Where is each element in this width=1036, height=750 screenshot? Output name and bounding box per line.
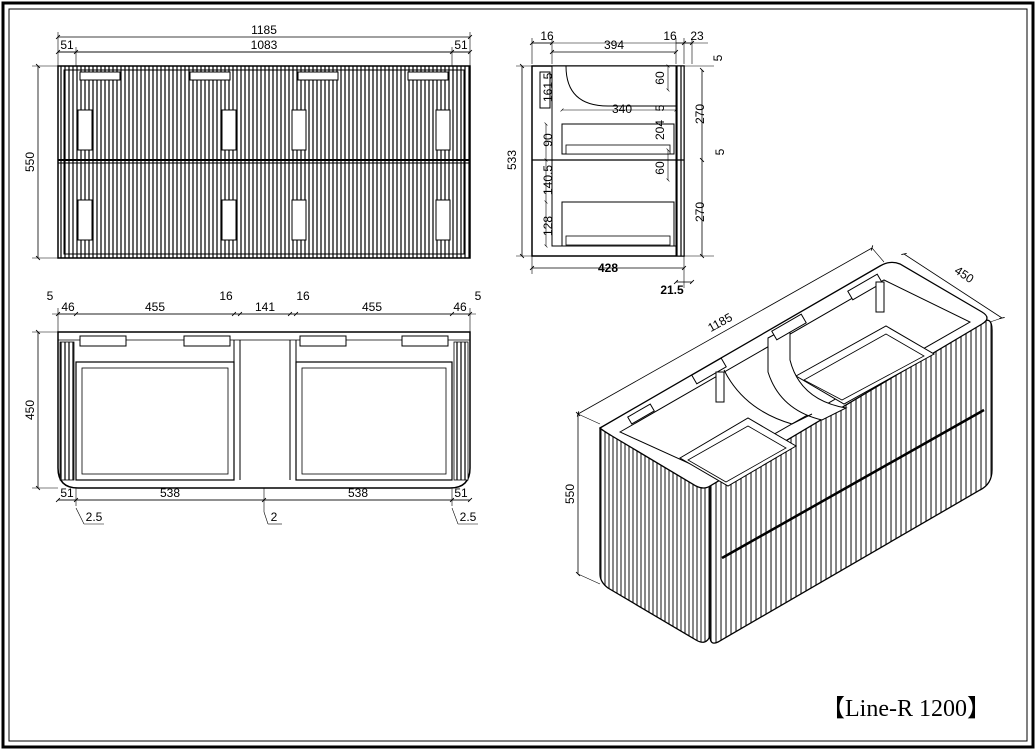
side-top-right-b: 23 xyxy=(690,29,704,43)
inner-frame xyxy=(8,8,1028,742)
bottom-538-right: 538 xyxy=(348,486,368,500)
top-46-right: 46 xyxy=(453,300,467,314)
gap-mid: 2 xyxy=(271,510,278,524)
top-5-left: 5 xyxy=(47,289,54,303)
side-left-533: 533 xyxy=(505,150,519,170)
top-16-mid-left: 16 xyxy=(219,289,233,303)
top-5-right: 5 xyxy=(475,289,482,303)
side-bottom-428: 428 xyxy=(598,261,618,275)
top-depth: 450 xyxy=(23,400,37,420)
side-inner-5: 5 xyxy=(653,104,667,111)
side-view: 16 394 16 23 5 161 5 340 60 5 204 270 5 … xyxy=(505,29,727,297)
side-inner-60-bottom: 60 xyxy=(653,161,667,175)
side-top-right-a: 16 xyxy=(663,29,677,43)
side-right-270-bottom: 270 xyxy=(693,202,707,222)
side-bottom-21: 21.5 xyxy=(660,283,684,297)
side-left-90: 90 xyxy=(541,133,555,147)
side-left-140: 140.5 xyxy=(541,165,555,195)
side-left-5: 5 xyxy=(541,72,555,79)
top-455-left: 455 xyxy=(145,300,165,314)
front-right-offset: 51 xyxy=(454,38,468,52)
side-top-left: 16 xyxy=(540,29,554,43)
side-left-161: 161 xyxy=(541,82,555,102)
bottom-51-right: 51 xyxy=(454,486,468,500)
top-view: 5 46 455 16 141 16 455 46 5 450 51 538 5… xyxy=(23,289,482,525)
front-inner-width: 1083 xyxy=(251,38,278,52)
gap-left: 2.5 xyxy=(86,510,103,524)
gap-right: 2.5 xyxy=(460,510,477,524)
top-141: 141 xyxy=(255,300,275,314)
iso-depth: 450 xyxy=(952,263,977,286)
side-inner-204: 204 xyxy=(653,120,667,140)
front-overall-width: 1185 xyxy=(251,23,277,37)
side-top-width: 394 xyxy=(604,38,624,52)
front-view: 1185 1083 51 51 550 xyxy=(23,23,473,261)
bottom-51-left: 51 xyxy=(60,486,74,500)
side-inner-60-top: 60 xyxy=(653,71,667,85)
iso-width: 1185 xyxy=(705,310,735,335)
front-left-offset: 51 xyxy=(60,38,74,52)
top-455-right: 455 xyxy=(362,300,382,314)
side-right-270-top: 270 xyxy=(693,104,707,124)
side-left-128: 128 xyxy=(541,216,555,236)
iso-height: 550 xyxy=(563,484,577,504)
top-16-mid-right: 16 xyxy=(296,289,310,303)
top-46-left: 46 xyxy=(61,300,75,314)
bottom-538-left: 538 xyxy=(160,486,180,500)
side-inner-340: 340 xyxy=(612,102,632,116)
side-right-5-mid: 5 xyxy=(713,148,727,155)
model-title: 【Line-R 1200】 xyxy=(821,696,991,722)
side-top-gap: 5 xyxy=(711,54,725,61)
isometric-view: 1185 450 550 xyxy=(563,245,1005,644)
front-height: 550 xyxy=(23,152,37,172)
